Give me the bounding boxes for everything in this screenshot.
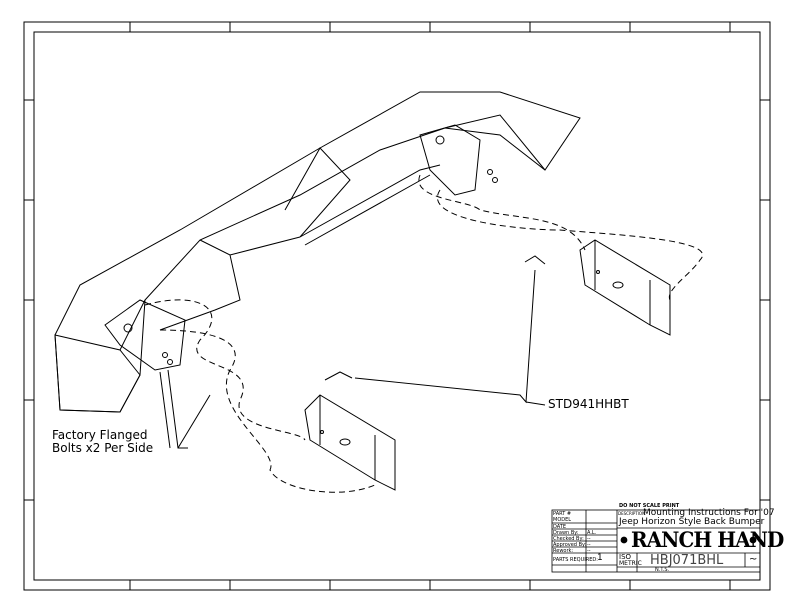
bolt-hardware [324, 255, 546, 381]
border-ticks [24, 22, 770, 590]
field-checked-by: Checked By: [553, 536, 584, 542]
field-drawn-by: Drawn By: [553, 530, 579, 536]
title-block-frame [551, 509, 761, 573]
field-model: MODEL [553, 517, 572, 523]
scale-value: N.T.S. [655, 567, 670, 573]
field-rework: Rework: [553, 548, 574, 554]
right-frame-bracket [579, 239, 671, 336]
field-date: DATE [553, 524, 567, 530]
parts-required-value: 1 [597, 553, 603, 563]
ranch-hand-logo: RANCH HAND [631, 527, 784, 552]
do-not-scale-note: DO NOT SCALE PRINT [619, 503, 680, 509]
bumper-assembly [54, 91, 581, 413]
inner-border [33, 31, 761, 581]
description-label: DESCRIPTION: [618, 511, 647, 516]
factory-bolts-callout-line1: Factory Flanged [52, 428, 148, 442]
metric-label: METRIC [619, 560, 642, 567]
leader-lines [159, 269, 546, 449]
factory-bolts-callout-line2: Bolts x2 Per Side [52, 441, 154, 455]
field-approved-by: Approved By: [553, 542, 587, 548]
iso-label: ISO [619, 553, 632, 561]
part-number-callout: STD941HHBT [548, 397, 629, 411]
left-frame-bracket [304, 394, 396, 491]
drawing-number: HBJ071BHL [650, 553, 724, 568]
revision: ~ [749, 554, 758, 565]
description-line1: Mounting Instructions For '07 [643, 508, 775, 518]
outer-border [23, 21, 771, 591]
parts-required-label: PARTS REQUIRED: [553, 557, 598, 563]
field-part: PART # [553, 511, 572, 517]
rework-value: -- [587, 548, 591, 554]
frame-guide-lines [144, 174, 704, 493]
drawn-by-value: A.L. [587, 530, 597, 536]
description-line2: Jeep Horizon Style Back Bumper [619, 517, 765, 527]
approved-by-value: -- [587, 542, 591, 548]
checked-by-value: -- [587, 536, 591, 542]
